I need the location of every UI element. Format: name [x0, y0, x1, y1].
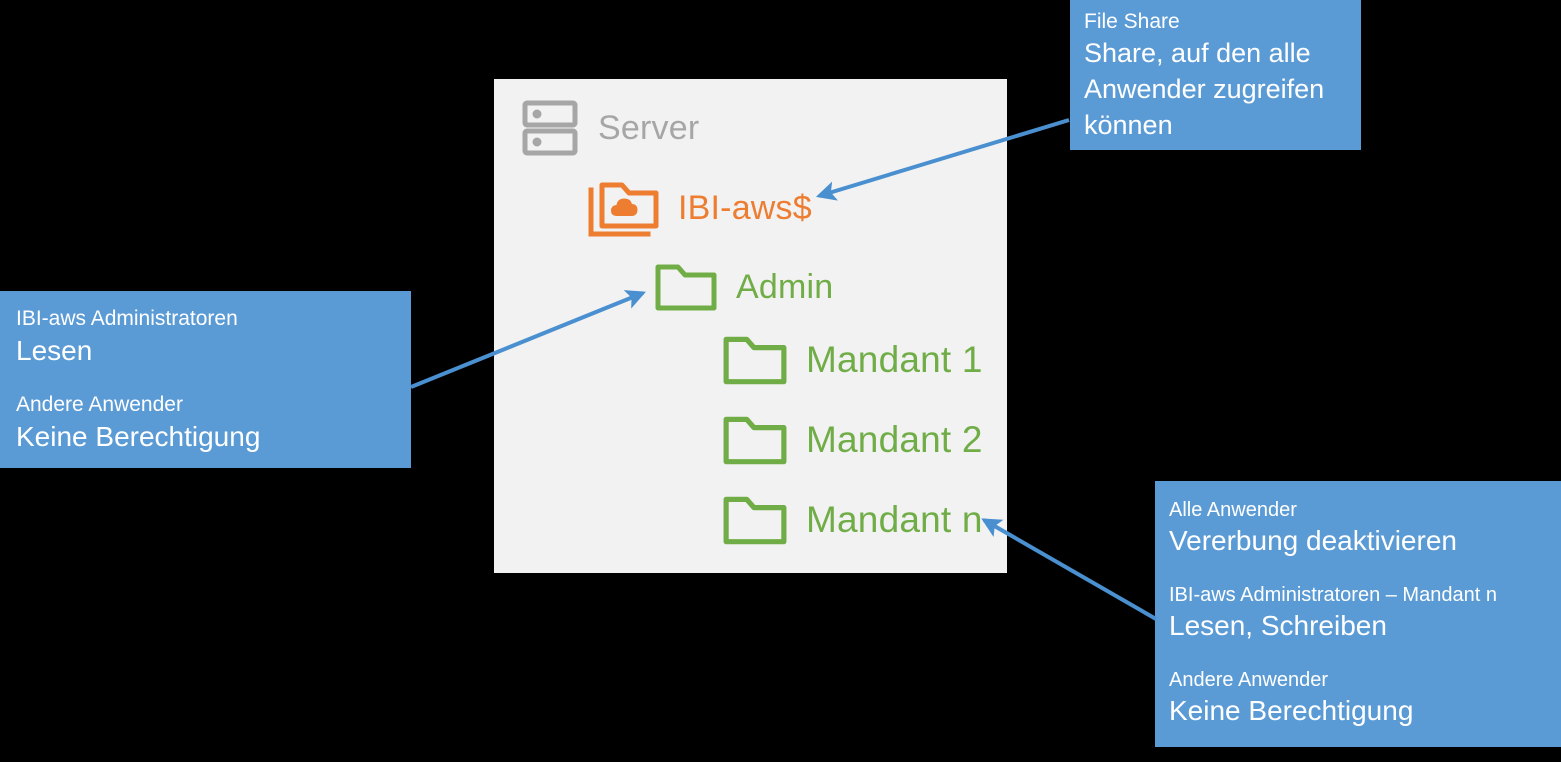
- tree-row-share[interactable]: IBI-aws$: [586, 177, 812, 239]
- server-panel: Server IBI-aws$ Admin: [494, 79, 1007, 573]
- callout-mandant-group2-title: IBI-aws Administratoren – Mandant n: [1169, 583, 1497, 606]
- tree-row-mandant-2[interactable]: Mandant 2: [722, 413, 983, 467]
- tree-row-admin[interactable]: Admin: [654, 261, 833, 313]
- server-label: Server: [598, 108, 700, 147]
- callout-admin-group2-value: Keine Berechtigung: [16, 420, 261, 452]
- mandant-2-label: Mandant 2: [806, 419, 983, 460]
- tree-row-server: Server: [522, 99, 699, 157]
- callout-mandant-group2-value: Lesen, Schreiben: [1169, 610, 1387, 642]
- callout-mandant-spacer-2: [1169, 645, 1547, 667]
- callout-file-share: File Share Share, auf den alle Anwender …: [1070, 0, 1361, 150]
- folder-icon: [723, 336, 787, 385]
- callout-mandant-group3-value: Keine Berechtigung: [1169, 694, 1414, 726]
- mandant-1-label: Mandant 1: [806, 339, 983, 380]
- arrow-mandant-callout-to-mandant-n: [981, 518, 1157, 621]
- callout-mandant-group1-title: Alle Anwender: [1169, 499, 1297, 521]
- tree-row-mandant-1[interactable]: Mandant 1: [722, 333, 983, 387]
- callout-mandant-permissions: Alle Anwender Vererbung deaktivieren IBI…: [1155, 481, 1561, 747]
- admin-label: Admin: [736, 267, 834, 306]
- callout-admin-spacer: [16, 369, 395, 391]
- callout-mandant-group3-title: Andere Anwender: [1169, 668, 1329, 691]
- server-rack-icon: [522, 100, 578, 156]
- callout-mandant-spacer-1: [1169, 560, 1547, 582]
- share-label: IBI-aws$: [678, 188, 812, 227]
- folder-icon: [723, 416, 787, 465]
- folder-icon: [655, 264, 717, 311]
- tree-row-mandant-n[interactable]: Mandant n: [722, 493, 983, 547]
- callout-mandant-group1-value: Vererbung deaktivieren: [1169, 525, 1457, 557]
- folder-icon: [723, 496, 787, 545]
- mandant-n-label: Mandant n: [806, 499, 983, 540]
- callout-admin-group2-title: Andere Anwender: [16, 393, 183, 417]
- shared-cloud-folder-icon: [588, 182, 659, 237]
- callout-admin-group1-title: IBI-aws Administratoren: [16, 307, 238, 330]
- callout-file-share-title: File Share: [1084, 10, 1180, 33]
- callout-file-share-body: Share, auf den alle Anwender zugreifen k…: [1084, 37, 1325, 140]
- callout-admin-group1-value: Lesen: [16, 334, 93, 366]
- callout-admin-permissions: IBI-aws Administratoren Lesen Andere Anw…: [0, 291, 411, 468]
